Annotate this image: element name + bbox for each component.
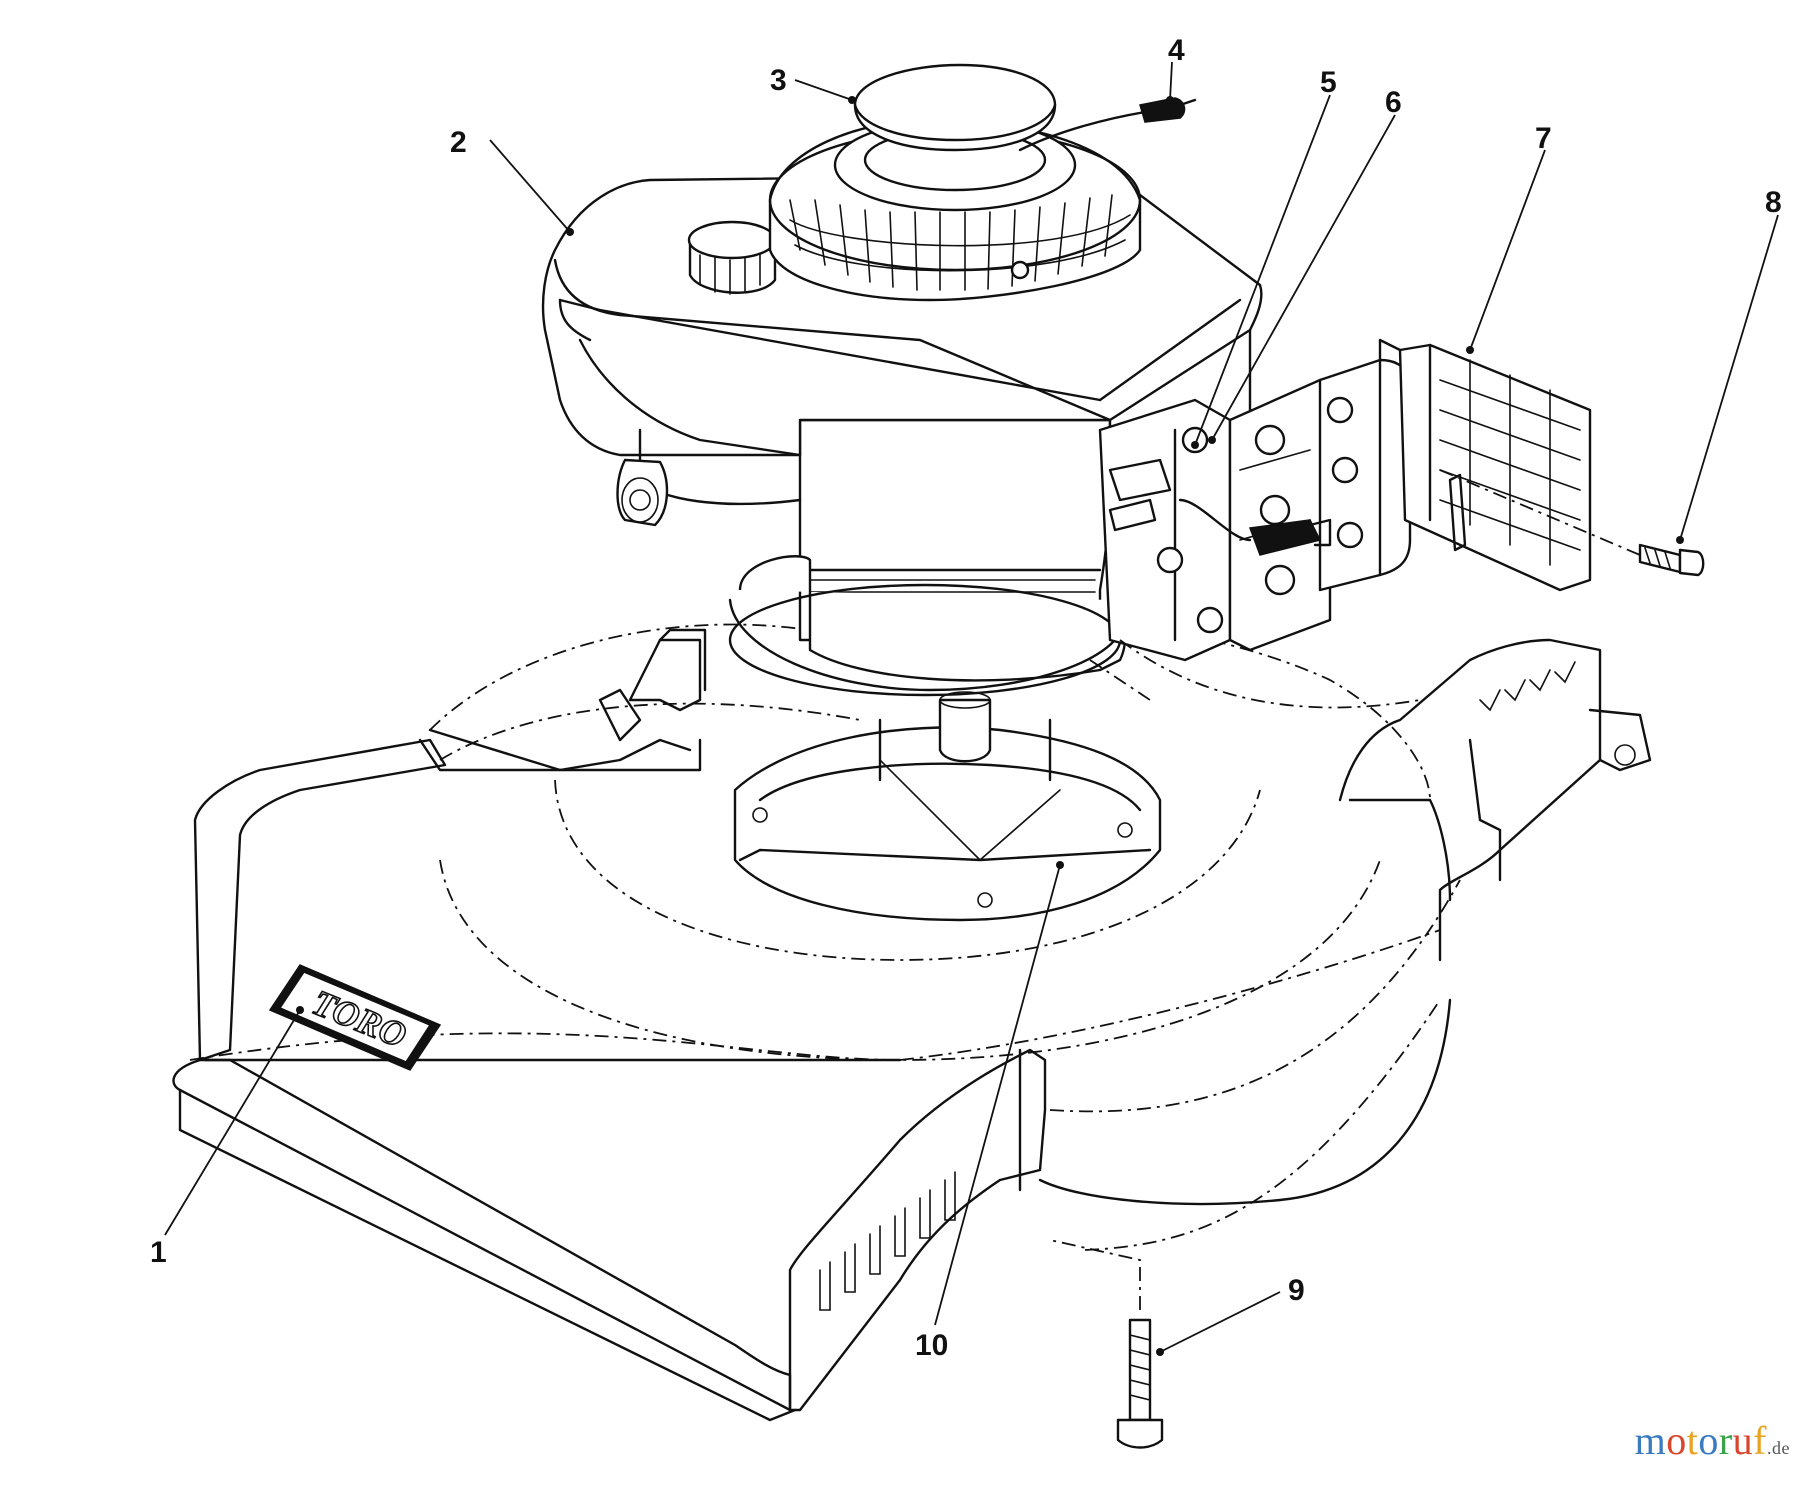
muffler-screw (1638, 543, 1705, 577)
muffler (1318, 358, 1412, 592)
watermark-letter: f (1753, 1418, 1767, 1463)
callout-1: 1 (150, 1236, 167, 1269)
watermark-letter: r (1718, 1418, 1733, 1463)
leader-lines (164, 61, 1779, 1353)
callout-7: 7 (1535, 122, 1552, 155)
deck-bolt (1049, 1239, 1164, 1449)
callout-9: 9 (1288, 1274, 1305, 1307)
spark-plug-wire (1178, 498, 1332, 556)
engine (541, 63, 1705, 782)
watermark-letter: u (1732, 1418, 1754, 1463)
muffler-plate (1228, 378, 1332, 652)
callout-6: 6 (1385, 86, 1402, 119)
deck-ribs-right (1479, 661, 1576, 712)
callout-2: 2 (450, 126, 467, 159)
fuel-cap (687, 220, 777, 295)
callout-8: 8 (1765, 186, 1782, 219)
throttle-cable (1018, 97, 1197, 152)
watermark-suffix: .de (1767, 1438, 1790, 1458)
watermark-logo: motoruf.de (1635, 1417, 1790, 1464)
callout-10: 10 (915, 1329, 948, 1362)
callout-3: 3 (770, 64, 787, 97)
cylinder-head (1098, 398, 1232, 662)
leader-dots (296, 96, 1684, 1356)
callout-5: 5 (1320, 66, 1337, 99)
recoil-starter (768, 118, 1142, 302)
deck-ribs-front (819, 1171, 956, 1311)
watermark-text: motoruf (1635, 1417, 1767, 1464)
muffler-guard (1378, 338, 1592, 592)
callout-4: 4 (1168, 34, 1185, 67)
mower-deck: TORO (172, 618, 1652, 1422)
watermark-letter: o (1666, 1418, 1687, 1463)
watermark-letter: o (1698, 1418, 1719, 1463)
watermark-letter: t (1686, 1418, 1699, 1463)
blade-well (733, 726, 1162, 922)
air-cleaner-cover (853, 63, 1057, 152)
starter-grille (789, 194, 1131, 291)
watermark-letter: m (1634, 1418, 1667, 1463)
callout-labels: 1 2 3 4 5 6 7 8 9 10 (150, 34, 1782, 1362)
